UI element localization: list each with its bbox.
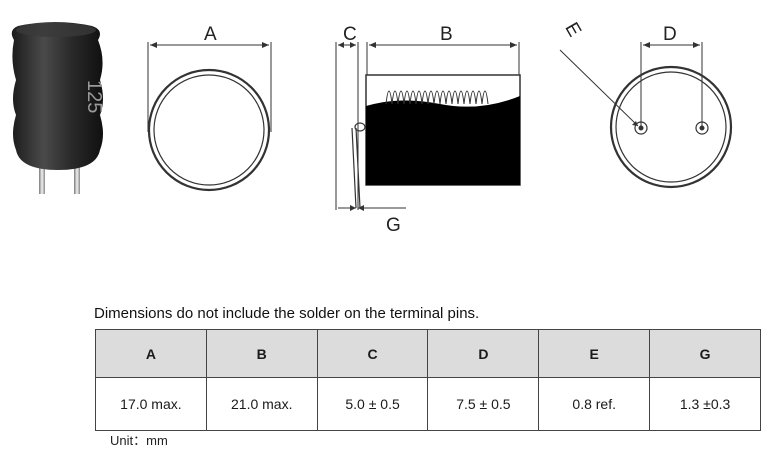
dimensions-table: A B C D E G 17.0 max. 21.0 max. 5.0 ± 0.… bbox=[95, 329, 761, 431]
top-view bbox=[147, 42, 272, 192]
header-g: G bbox=[649, 329, 761, 378]
unit-label: Unit：mm bbox=[110, 433, 168, 448]
header-b: B bbox=[205, 329, 318, 378]
header-a: A bbox=[95, 329, 207, 378]
table-row: 17.0 max. 21.0 max. 5.0 ± 0.5 7.5 ± 0.5 … bbox=[95, 377, 761, 431]
coil-turns bbox=[385, 90, 489, 105]
label-a: A bbox=[204, 24, 217, 45]
pin-left bbox=[39, 160, 45, 194]
table-header-row: A B C D E G bbox=[95, 329, 761, 378]
coil-winding bbox=[366, 96, 520, 185]
label-d: D bbox=[663, 24, 677, 45]
value-b: 21.0 max. bbox=[205, 377, 318, 431]
pin-hole-right bbox=[695, 121, 709, 135]
pin-right bbox=[74, 160, 80, 194]
label-c: C bbox=[343, 24, 357, 45]
solder-note: Dimensions do not include the solder on … bbox=[94, 305, 480, 322]
label-e: E bbox=[560, 19, 585, 40]
drawings-area: 125 A C B G bbox=[11, 19, 733, 236]
inductor-photo: 125 bbox=[11, 22, 105, 194]
value-a: 17.0 max. bbox=[95, 377, 207, 431]
pin-hole-left bbox=[634, 121, 648, 135]
bottom-view bbox=[559, 42, 733, 189]
value-e: 0.8 ref. bbox=[538, 377, 651, 431]
header-c: C bbox=[316, 329, 429, 378]
bottom-view-circle bbox=[609, 65, 733, 189]
value-d: 7.5 ± 0.5 bbox=[427, 377, 540, 431]
side-view bbox=[335, 42, 521, 211]
header-d: D bbox=[427, 329, 540, 378]
label-g: G bbox=[386, 215, 401, 236]
top-view-circle bbox=[147, 68, 271, 192]
inductor-body bbox=[11, 22, 103, 170]
value-g: 1.3 ±0.3 bbox=[649, 377, 761, 431]
product-marking: 125 bbox=[83, 80, 105, 113]
label-b: B bbox=[440, 24, 453, 45]
leader-line-e bbox=[559, 49, 639, 127]
value-c: 5.0 ± 0.5 bbox=[316, 377, 429, 431]
header-e: E bbox=[538, 329, 651, 378]
